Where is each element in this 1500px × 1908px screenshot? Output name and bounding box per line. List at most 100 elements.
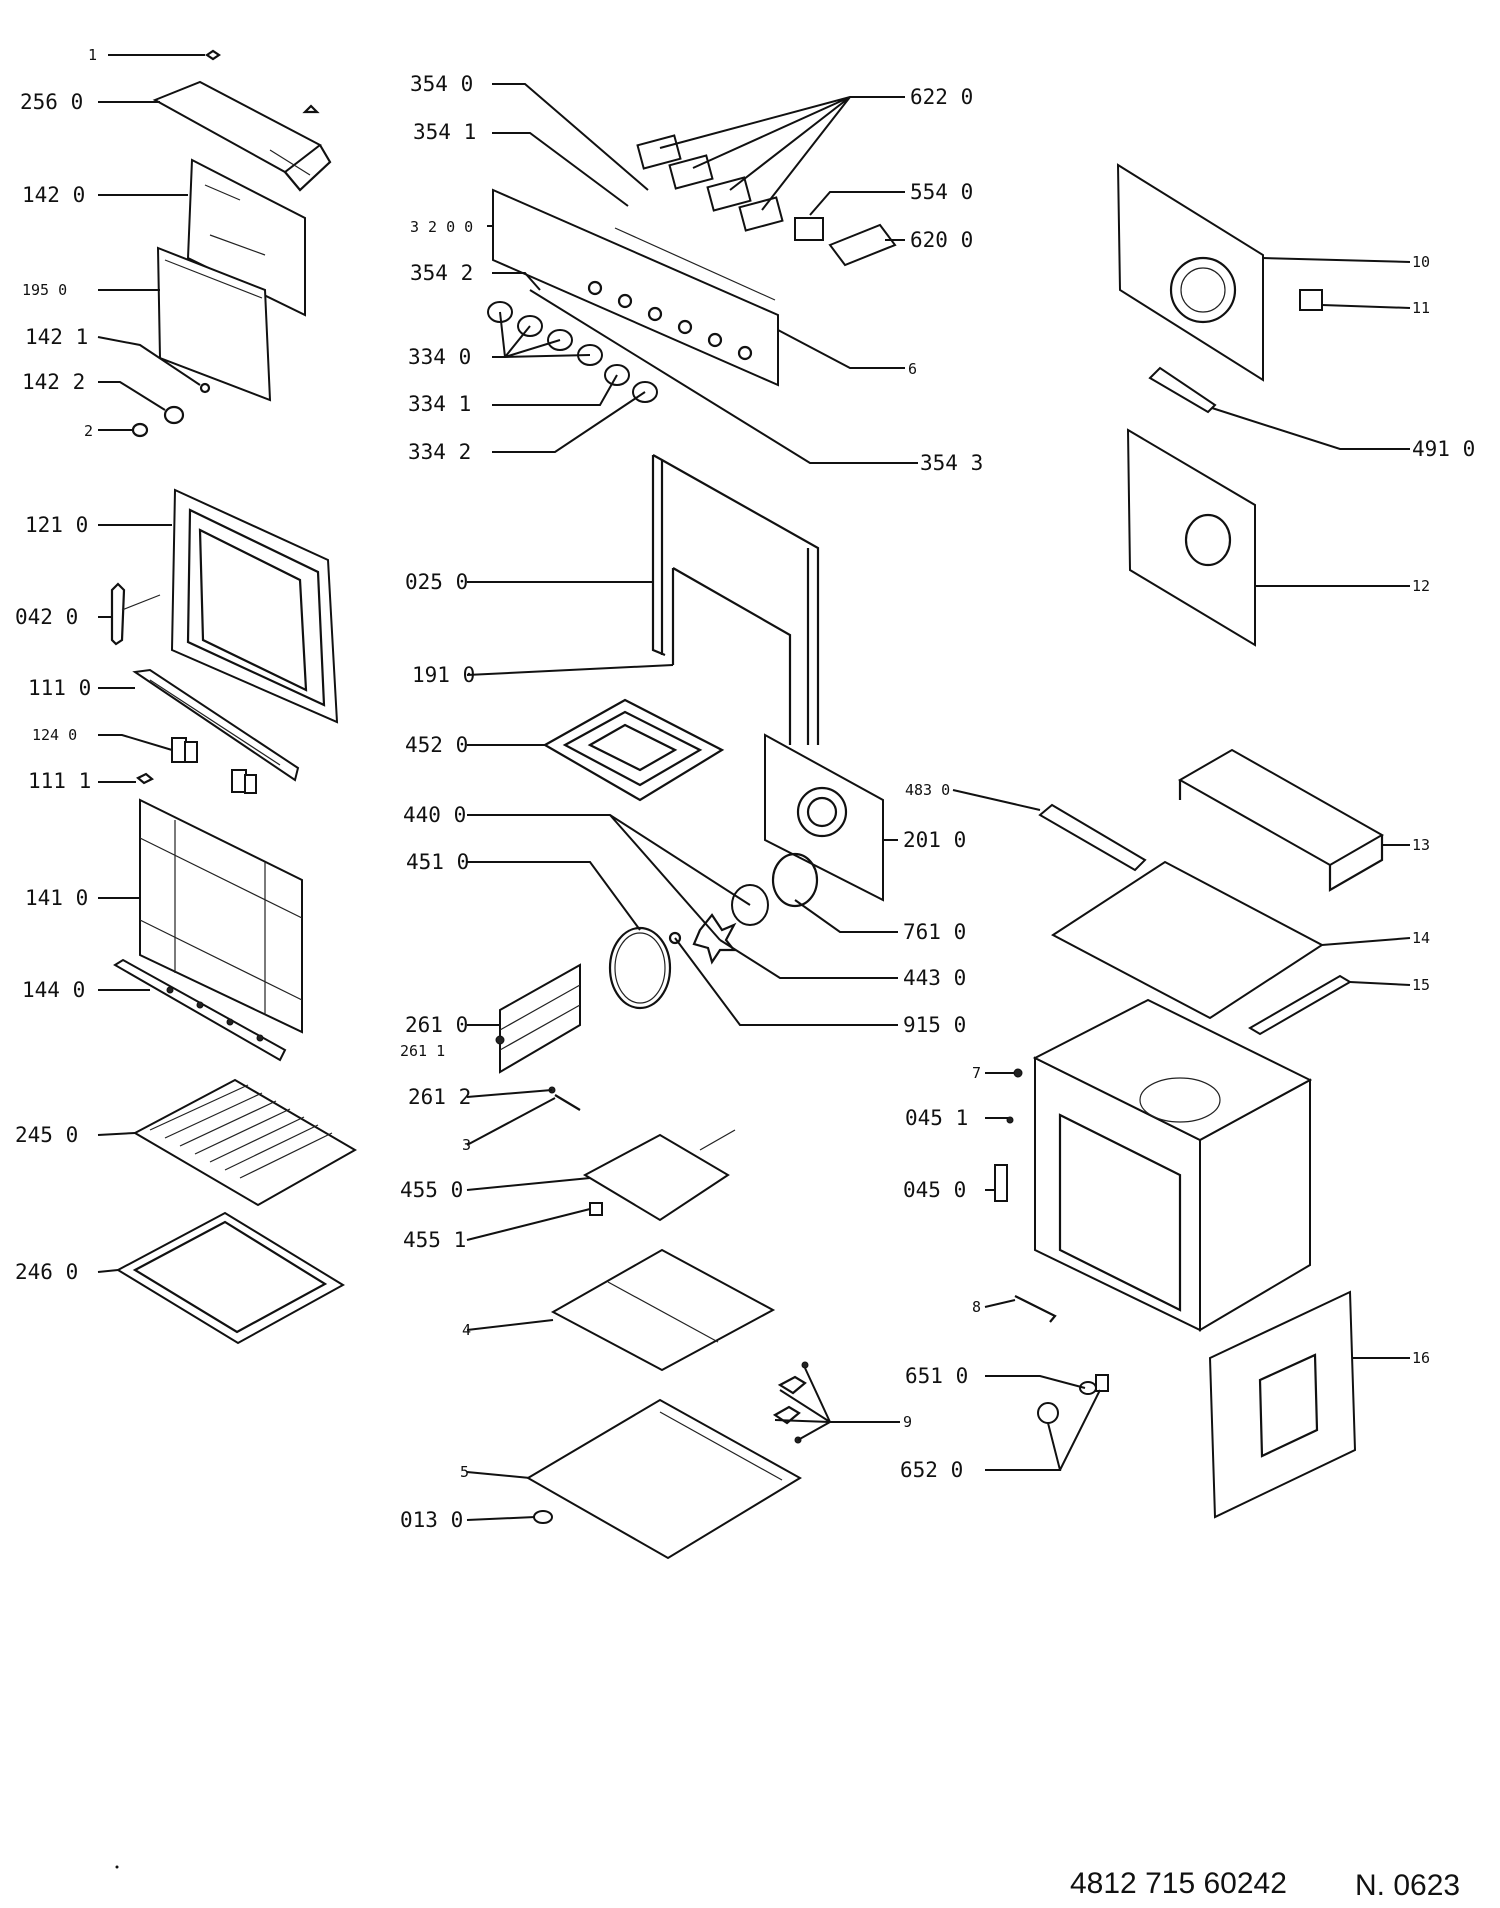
label-246-0: 246 0 (15, 1260, 78, 1284)
label-334-2: 334 2 (408, 440, 471, 464)
label-013-0: 013 0 (400, 1508, 463, 1532)
part-651-lamp (1079, 1374, 1109, 1395)
part-195-inner-glass (156, 246, 272, 402)
label-452-0: 452 0 (405, 733, 468, 757)
label-7: 7 (972, 1064, 981, 1082)
label-121-0: 121 0 (25, 513, 88, 537)
part-9-clips (772, 1361, 809, 1444)
label-3: 3 (462, 1136, 471, 1154)
label-11: 11 (1412, 299, 1430, 317)
part-261-side-runners (499, 963, 581, 1074)
stray-dot (115, 1865, 119, 1869)
label-8: 8 (972, 1298, 981, 1316)
part-455-bottom-element (582, 1129, 736, 1222)
part-246-tray (115, 1211, 345, 1345)
label-10: 10 (1412, 253, 1430, 271)
part-261-1-screw (495, 1035, 505, 1045)
part-121-door-frame (170, 488, 339, 724)
label-2: 2 (84, 422, 93, 440)
part-452-grill-element (542, 698, 725, 802)
label-025-0: 025 0 (405, 570, 468, 594)
label-14: 14 (1412, 929, 1430, 947)
part-4-bottom-plate (550, 1248, 776, 1372)
part-3-rod (554, 1094, 581, 1111)
label-195-0: 195 0 (22, 281, 67, 299)
label-141-0: 141 0 (25, 886, 88, 910)
label-554-0: 554 0 (910, 180, 973, 204)
label-6: 6 (908, 360, 917, 378)
label-12: 12 (1412, 577, 1430, 595)
part-245-wire-rack (132, 1078, 358, 1207)
label-491-0: 491 0 (1412, 437, 1475, 461)
part-14-top-plate (1051, 860, 1324, 1020)
label-124-0: 124 0 (32, 726, 77, 744)
part-045-1-screw (1006, 1116, 1014, 1124)
label-451-0: 451 0 (406, 850, 469, 874)
part-1-screw (205, 49, 221, 61)
sheet-number: N. 0623 (1355, 1869, 1460, 1902)
label-261-1: 261 1 (400, 1042, 445, 1060)
label-191-0: 191 0 (412, 663, 475, 687)
part-045-latch (994, 1164, 1008, 1202)
part-491-terminal-strip (1148, 366, 1217, 414)
label-354-3: 354 3 (920, 451, 983, 475)
part-3200-control-panel (492, 188, 779, 387)
label-761-0: 761 0 (903, 920, 966, 944)
label-16: 16 (1412, 1349, 1430, 1367)
label-142-2: 142 2 (22, 370, 85, 394)
part-13-top-cover (1177, 748, 1385, 892)
part-191-seal (671, 567, 792, 745)
part-144-bottom-strip (113, 958, 287, 1062)
label-440-0: 440 0 (403, 803, 466, 827)
part-2-clip (131, 422, 149, 438)
label-15: 15 (1412, 976, 1430, 994)
label-622-0: 622 0 (910, 85, 973, 109)
part-042-hinge (110, 582, 161, 646)
part-443-fan-blade (692, 913, 737, 965)
label-144-0: 144 0 (22, 978, 85, 1002)
label-915-0: 915 0 (903, 1013, 966, 1037)
part-10-rear-panel (1116, 163, 1264, 382)
label-111-1: 111 1 (28, 769, 91, 793)
part-620-terminal-block (828, 223, 897, 267)
part-256-top-trim (152, 80, 332, 192)
part-12-bracket (1126, 428, 1256, 647)
part-141-door-panel (139, 798, 303, 1034)
part-15-rail (1248, 974, 1352, 1036)
label-4: 4 (462, 1321, 471, 1339)
label-261-0: 261 0 (405, 1013, 468, 1037)
label-245-0: 245 0 (15, 1123, 78, 1147)
label-334-0: 334 0 (408, 345, 471, 369)
label-651-0: 651 0 (905, 1364, 968, 1388)
label-443-0: 443 0 (903, 966, 966, 990)
part-013-foot (533, 1510, 553, 1524)
part-652-lamp-cover (1037, 1402, 1059, 1424)
part-761-gasket (771, 852, 819, 908)
label-256-0: 256 0 (20, 90, 83, 114)
part-915-nut (668, 931, 682, 945)
part-8-rod (1014, 1295, 1057, 1323)
part-oven-cavity (1032, 998, 1313, 1332)
part-5-base-tray (526, 1398, 802, 1560)
label-045-0: 045 0 (903, 1178, 966, 1202)
label-5: 5 (460, 1463, 469, 1481)
label-142-1: 142 1 (25, 325, 88, 349)
label-354-2: 354 2 (410, 261, 473, 285)
label-1: 1 (88, 46, 97, 64)
part-labels: 1 256 0 142 0 195 0 142 1 142 2 2 121 0 … (15, 46, 1475, 1532)
part-142-1-clip (199, 382, 211, 394)
part-201-back-plate (764, 733, 884, 902)
part-455-1-clip (589, 1202, 603, 1216)
part-7-screw (1013, 1068, 1023, 1078)
part-16-side-panel (1208, 1290, 1357, 1519)
part-111-1-screw (136, 772, 154, 785)
label-261-2: 261 2 (408, 1085, 471, 1109)
label-483-0: 483 0 (905, 781, 950, 799)
part-025-frame (651, 454, 820, 745)
label-142-0: 142 0 (22, 183, 85, 207)
label-354-0: 354 0 (410, 72, 473, 96)
label-334-1: 334 1 (408, 392, 471, 416)
label-201-0: 201 0 (903, 828, 966, 852)
